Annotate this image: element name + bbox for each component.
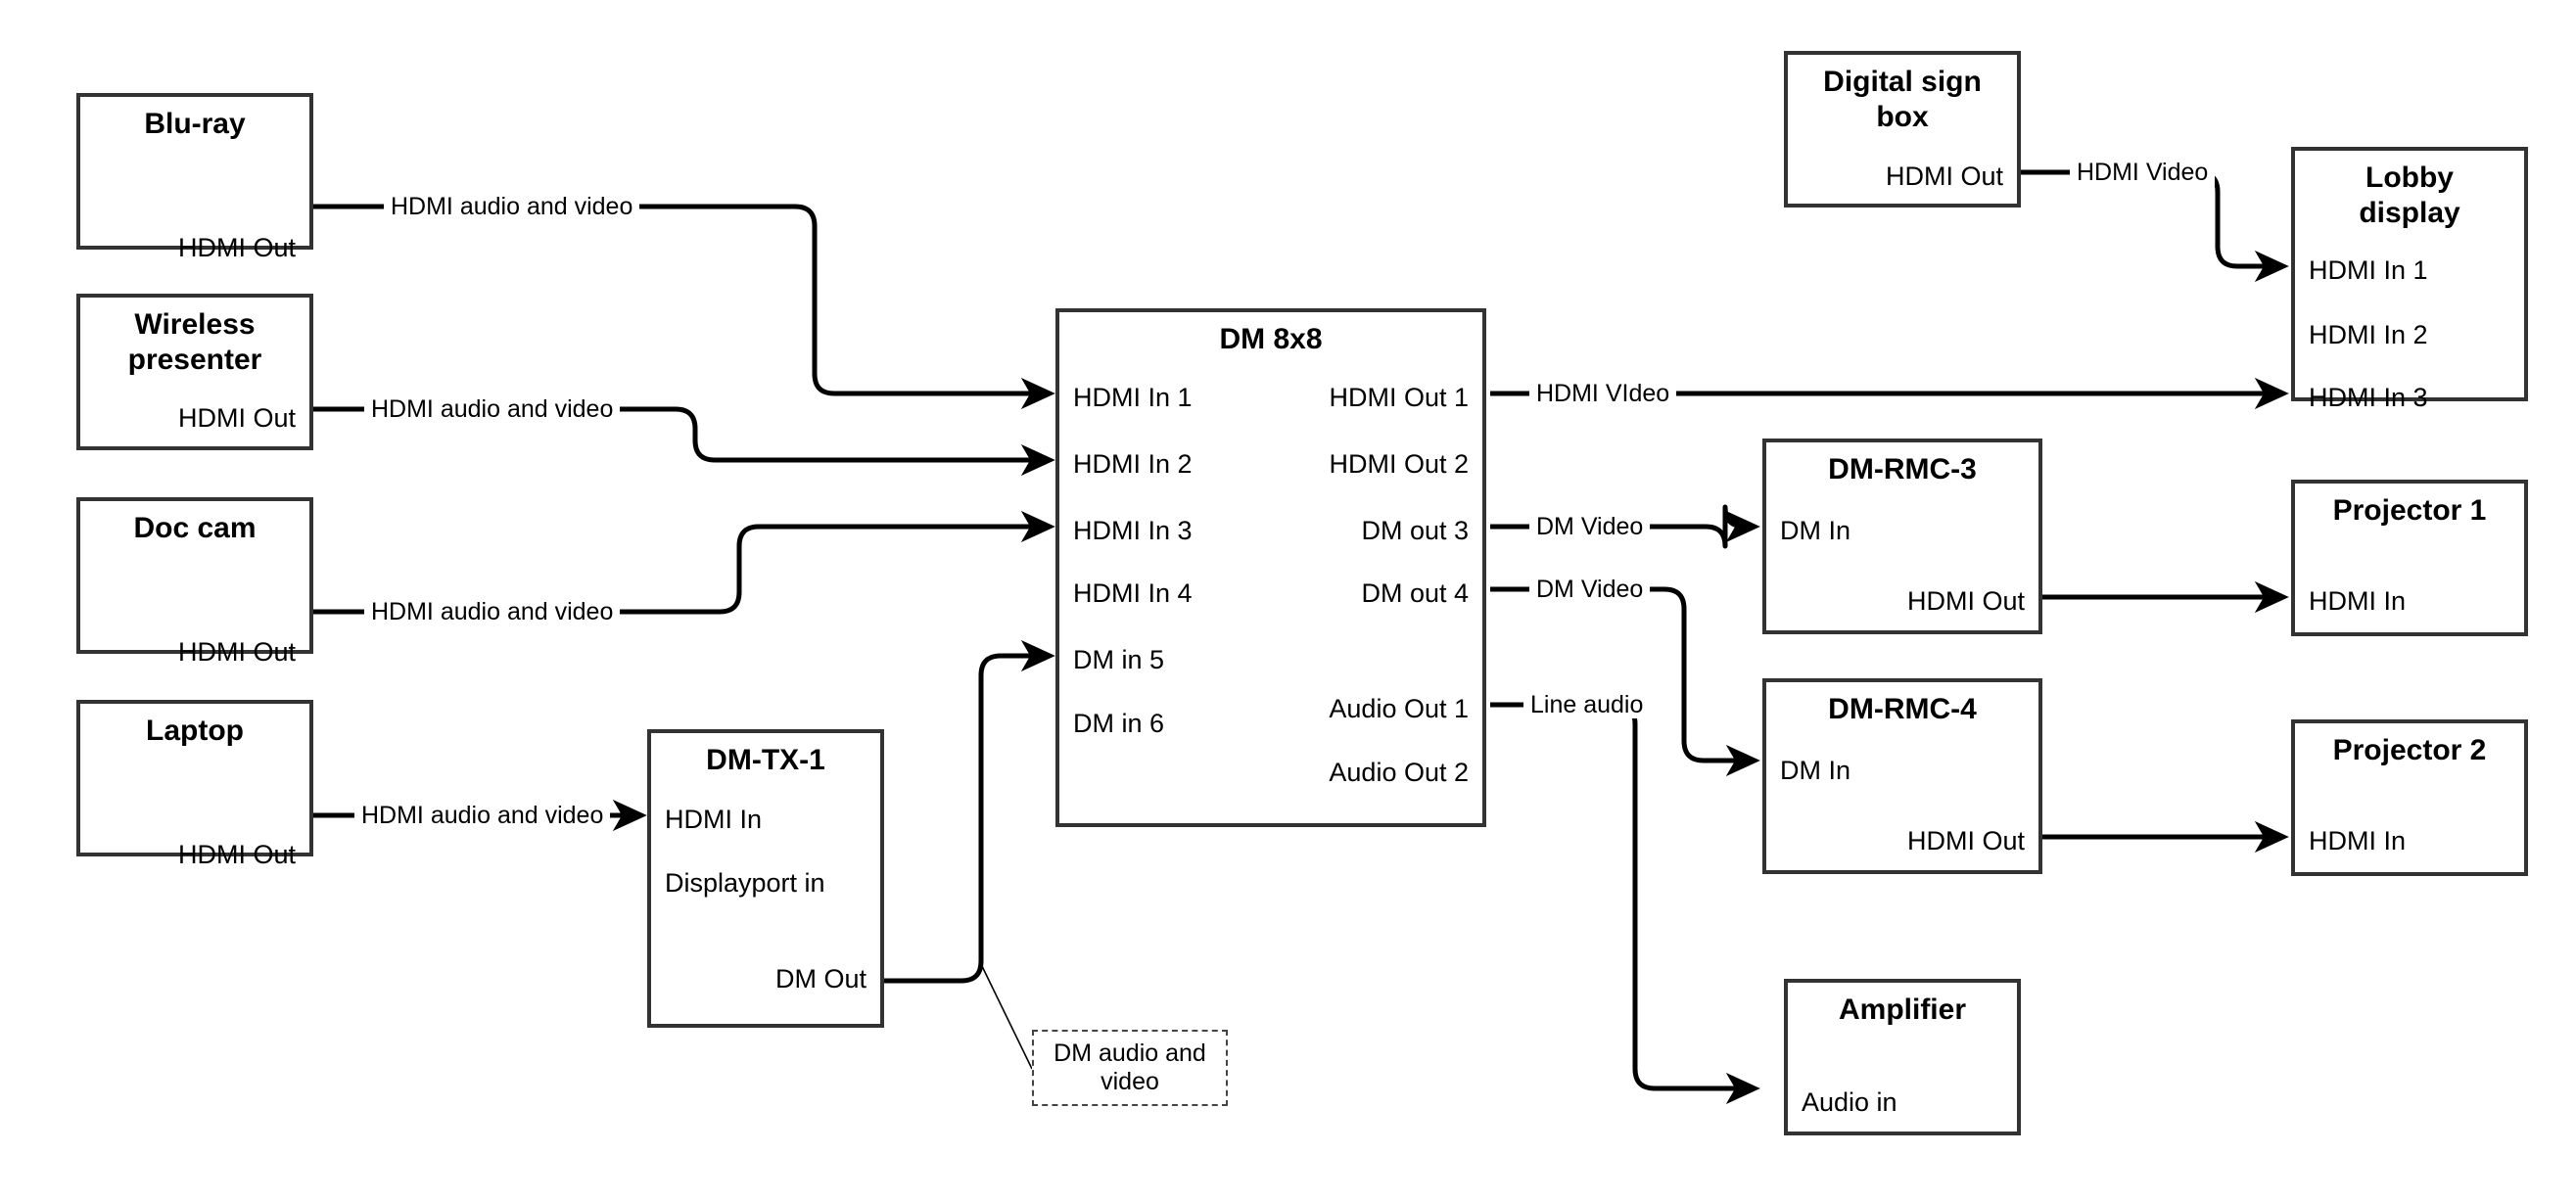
conn-label-dm-out4-to-rmc4: DM Video [1529, 576, 1651, 603]
port-amplifier-audio-in: Audio in [1802, 1087, 1897, 1117]
port-lobby-hdmi-in-3: HDMI In 3 [2309, 383, 2428, 412]
node-digital-sign-box[interactable]: Digital sign box HDMI Out [1784, 51, 2021, 208]
port-dmtx1-displayport-in: Displayport in [665, 868, 825, 898]
port-projector1-hdmi-in: HDMI In [2309, 586, 2407, 616]
node-laptop[interactable]: Laptop HDMI Out [76, 700, 313, 869]
wire-dm-audio1-to-amplifier [1490, 702, 1760, 1105]
node-wireless-presenter[interactable]: Wireless presenter HDMI Out [76, 294, 313, 450]
node-dm-rmc-4-ports: DM In HDMI Out [1766, 727, 2038, 870]
leader-dm-audio-video-note [980, 963, 1033, 1070]
wire-bluray-to-dm-in1 [313, 204, 1055, 410]
node-projector-1[interactable]: Projector 1 HDMI In [2291, 480, 2528, 636]
port-dm8x8-dm-out-3: DM out 3 [1361, 516, 1469, 545]
node-laptop-title: Laptop [146, 715, 244, 747]
node-bluray[interactable]: Blu-ray HDMI Out [76, 93, 313, 262]
node-amplifier[interactable]: Amplifier Audio in [1784, 979, 2021, 1135]
port-dm8x8-hdmi-out-2: HDMI Out 2 [1329, 449, 1469, 479]
node-projector-2[interactable]: Projector 2 HDMI In [2291, 719, 2528, 876]
port-dm8x8-dm-in-6: DM in 6 [1073, 709, 1165, 738]
port-laptop-hdmi-out: HDMI Out [177, 840, 296, 869]
conn-label-doccam-to-dm: HDMI audio and video [364, 598, 621, 625]
node-dm-rmc-4[interactable]: DM-RMC-4 DM In HDMI Out [1762, 678, 2042, 874]
conn-label-signbox-to-lobby: HDMI Video [2070, 159, 2216, 186]
conn-label-dm-audio1-to-amp: Line audio [1523, 691, 1651, 718]
conn-label-dm-out3-to-rmc3: DM Video [1529, 513, 1651, 540]
node-digital-sign-box-title: Digital sign box [1823, 66, 1982, 133]
note-dm-audio-and-video: DM audio and video [1032, 1030, 1228, 1106]
node-projector-2-title: Projector 2 [2332, 734, 2487, 766]
node-doc-cam-ports: HDMI Out [80, 546, 309, 667]
node-dm-tx-1-ports: HDMI In Displayport in DM Out [651, 778, 880, 1024]
port-dm8x8-audio-out-2: Audio Out 2 [1329, 758, 1469, 787]
wire-dmtx1-to-dm-in5 [884, 639, 1055, 984]
node-wireless-presenter-title: Wireless presenter [127, 308, 262, 376]
node-bluray-ports: HDMI Out [80, 142, 309, 262]
port-rmc3-hdmi-out: HDMI Out [1906, 586, 2025, 616]
node-dm-8x8[interactable]: DM 8x8 HDMI In 1 HDMI In 2 HDMI In 3 HDM… [1055, 308, 1486, 827]
port-projector2-hdmi-in: HDMI In [2309, 826, 2407, 855]
conn-label-wireless-to-dm: HDMI audio and video [364, 395, 621, 423]
node-dm-8x8-title: DM 8x8 [1219, 323, 1323, 355]
conn-label-laptop-to-dmtx1: HDMI audio and video [354, 802, 611, 829]
port-dm8x8-dm-in-5: DM in 5 [1073, 645, 1165, 674]
port-rmc3-dm-in: DM In [1780, 516, 1851, 545]
node-projector-1-ports: HDMI In [2295, 529, 2524, 632]
node-projector-2-ports: HDMI In [2295, 768, 2524, 872]
wire-signbox-to-lobby-in1 [2001, 169, 2289, 283]
node-doc-cam[interactable]: Doc cam HDMI Out [76, 497, 313, 667]
node-doc-cam-title: Doc cam [133, 512, 257, 544]
port-dm8x8-hdmi-in-3: HDMI In 3 [1073, 516, 1193, 545]
node-bluray-title: Blu-ray [144, 108, 246, 140]
node-dm-rmc-3-title: DM-RMC-3 [1828, 453, 1977, 485]
node-lobby-display-title: Lobby display [2359, 162, 2460, 229]
conn-label-bluray-to-dm: HDMI audio and video [384, 193, 640, 220]
port-bluray-hdmi-out: HDMI Out [177, 233, 296, 262]
port-signbox-hdmi-out: HDMI Out [1885, 162, 2003, 191]
node-dm-8x8-ports: HDMI In 1 HDMI In 2 HDMI In 3 HDMI In 4 … [1059, 357, 1482, 823]
node-dm-rmc-4-title: DM-RMC-4 [1828, 693, 1977, 725]
node-dm-tx-1[interactable]: DM-TX-1 HDMI In Displayport in DM Out [647, 729, 884, 1028]
port-rmc4-hdmi-out: HDMI Out [1906, 826, 2025, 855]
node-amplifier-title: Amplifier [1838, 993, 1967, 1026]
wire-dm-out4-to-rmc4 [1490, 586, 1760, 777]
node-amplifier-ports: Audio in [1788, 1028, 2017, 1132]
port-rmc4-dm-in: DM In [1780, 756, 1851, 785]
node-dm-rmc-3[interactable]: DM-RMC-3 DM In HDMI Out [1762, 439, 2042, 634]
node-projector-1-title: Projector 1 [2332, 494, 2487, 527]
node-digital-sign-box-ports: HDMI Out [1788, 135, 2017, 204]
port-wireless-hdmi-out: HDMI Out [177, 403, 296, 433]
port-dmtx1-hdmi-in: HDMI In [665, 805, 763, 834]
node-laptop-ports: HDMI Out [80, 749, 309, 869]
port-dm8x8-audio-out-1: Audio Out 1 [1329, 694, 1469, 723]
node-dm-rmc-3-ports: DM In HDMI Out [1766, 487, 2038, 630]
node-lobby-display-ports: HDMI In 1 HDMI In 2 HDMI In 3 [2295, 231, 2524, 412]
port-dm8x8-dm-out-4: DM out 4 [1361, 578, 1469, 608]
port-lobby-hdmi-in-2: HDMI In 2 [2309, 320, 2428, 349]
port-lobby-hdmi-in-1: HDMI In 1 [2309, 255, 2428, 285]
port-dmtx1-dm-out: DM Out [774, 964, 866, 993]
node-wireless-presenter-ports: HDMI Out [80, 378, 309, 446]
node-dm-tx-1-title: DM-TX-1 [706, 744, 825, 776]
node-lobby-display[interactable]: Lobby display HDMI In 1 HDMI In 2 HDMI I… [2291, 147, 2528, 412]
port-dm8x8-hdmi-in-4: HDMI In 4 [1073, 578, 1193, 608]
port-dm8x8-hdmi-out-1: HDMI Out 1 [1329, 383, 1469, 412]
port-dm8x8-hdmi-in-2: HDMI In 2 [1073, 449, 1193, 479]
port-dm8x8-hdmi-in-1: HDMI In 1 [1073, 383, 1193, 412]
port-doccam-hdmi-out: HDMI Out [177, 637, 296, 667]
conn-label-dm-out1-to-lobby: HDMI VIdeo [1529, 380, 1677, 407]
